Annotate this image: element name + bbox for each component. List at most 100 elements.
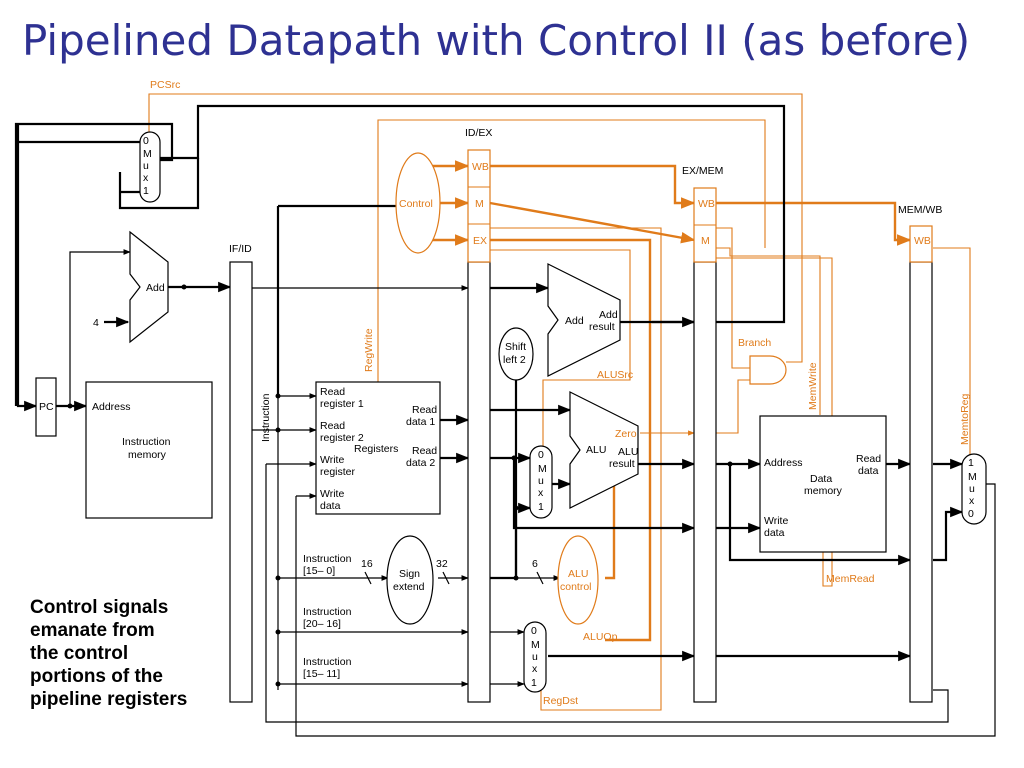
- pcsrc-mux-label: x: [143, 172, 149, 184]
- bus-width-32: 32: [436, 558, 448, 570]
- ex-mem-label: EX/MEM: [682, 165, 723, 177]
- id-ex-wb-label: WB: [472, 161, 489, 173]
- memwrite-label: MemWrite: [807, 362, 819, 410]
- add-result-label: result: [589, 321, 615, 333]
- memtoreg-mux: [961, 453, 987, 525]
- pcsrc-mux-label: M: [143, 148, 152, 160]
- shift-left-2: [498, 327, 534, 381]
- read-data-label: Read: [856, 453, 881, 465]
- alusrc-mux-label: 1: [538, 501, 544, 513]
- instr-20-16-label: [20– 16]: [303, 618, 341, 630]
- pcsrc-mux: [139, 131, 161, 203]
- memtoreg-label: MemtoReg: [959, 393, 971, 445]
- control-unit: [395, 152, 441, 254]
- read-register-2-label: Read: [320, 420, 345, 432]
- constant-four: 4: [93, 317, 99, 329]
- control-wires: [148, 93, 971, 711]
- if-id-label: IF/ID: [229, 243, 252, 255]
- memtoreg-mux-label: M: [968, 471, 977, 483]
- id-ex-m-label: M: [475, 198, 484, 210]
- labels: PCSrc ID/EX EX/MEM MEM/WB IF/ID WB M EX …: [39, 79, 977, 707]
- alusrc-label: ALUSrc: [597, 369, 633, 381]
- alu: [569, 391, 639, 509]
- write-data-label: Write: [320, 488, 344, 500]
- memtoreg-mux-label: x: [969, 495, 975, 507]
- pcsrc-label: PCSrc: [150, 79, 180, 91]
- pc-adder-label: Add: [146, 282, 165, 294]
- instr-15-0-label: Instruction: [303, 553, 352, 565]
- write-register-label: register: [320, 466, 356, 478]
- mem-wb-register: [909, 261, 933, 703]
- alu-control-label: control: [560, 581, 592, 593]
- shift-left-2-label: Shift: [505, 341, 526, 353]
- sign-extend: [386, 535, 434, 625]
- memtoreg-mux-label: u: [969, 483, 975, 495]
- bus-width-6: 6: [532, 558, 538, 570]
- instruction-label: Instruction: [260, 393, 272, 442]
- add-result-label: Add: [599, 309, 618, 321]
- sign-extend-label: extend: [393, 581, 425, 593]
- mem-wb-control: [909, 225, 933, 263]
- alu-control: [557, 535, 599, 625]
- page-title: Pipelined Datapath with Control II (as b…: [22, 16, 971, 65]
- read-data-2-label: data 2: [406, 457, 435, 469]
- data-wires: [14, 104, 996, 737]
- read-register-1-label: register 1: [320, 398, 364, 410]
- alusrc-mux: [529, 445, 553, 519]
- data-memory-label: Data: [810, 473, 832, 485]
- caption-line: emanate from: [30, 620, 155, 641]
- caption-line: Control signals: [30, 597, 169, 618]
- pc-register: [35, 377, 57, 437]
- id-ex-register: [467, 261, 491, 703]
- id-ex-ex-label: EX: [473, 235, 487, 247]
- sign-extend-label: Sign: [399, 568, 420, 580]
- id-ex-label: ID/EX: [465, 127, 492, 139]
- branch-adder-label: Add: [565, 315, 584, 327]
- register-file: [315, 381, 441, 515]
- memread-label: MemRead: [826, 573, 875, 585]
- caption-line: portions of the: [30, 666, 163, 687]
- data-write-data-label: Write: [764, 515, 788, 527]
- instruction-memory-label: memory: [128, 449, 167, 461]
- data-memory: [759, 415, 887, 553]
- data-memory-label: memory: [804, 485, 843, 497]
- pc-adder: [129, 230, 169, 344]
- data-write-data-label: data: [764, 527, 785, 539]
- write-register-label: Write: [320, 454, 344, 466]
- instr-15-11-label: [15– 11]: [303, 668, 340, 680]
- branch-label: Branch: [738, 337, 771, 349]
- ex-mem-m-label: M: [701, 235, 710, 247]
- ex-mem-register: [693, 261, 717, 703]
- read-register-2-label: register 2: [320, 432, 364, 444]
- shift-left-2-label: left 2: [503, 354, 526, 366]
- id-ex-control: [467, 149, 491, 263]
- pcsrc-mux-label: 0: [143, 135, 149, 147]
- alu-control-label: ALU: [568, 568, 588, 580]
- memtoreg-mux-label: 0: [968, 508, 974, 520]
- regdst-label: RegDst: [543, 695, 578, 707]
- caption-line: the control: [30, 643, 129, 664]
- read-data-2-label: Read: [412, 445, 437, 457]
- regdst-mux-label: u: [532, 651, 538, 663]
- if-id-register: [229, 261, 253, 703]
- control-label: Control: [399, 198, 433, 210]
- read-data-label: data: [858, 465, 879, 477]
- pipeline-registers: [229, 149, 933, 703]
- mem-wb-wb-label: WB: [914, 235, 931, 247]
- read-register-1-label: Read: [320, 386, 345, 398]
- registers-label: Registers: [354, 443, 398, 455]
- address-label: Address: [92, 401, 131, 413]
- instruction-memory-label: Instruction: [122, 436, 171, 448]
- branch-adder: [547, 263, 621, 377]
- read-data-1-label: Read: [412, 404, 437, 416]
- write-data-label: data: [320, 500, 341, 512]
- mem-wb-label: MEM/WB: [898, 204, 942, 216]
- regdst-mux-label: M: [531, 639, 540, 651]
- alu-result-label: ALU: [618, 446, 638, 458]
- instr-20-16-label: Instruction: [303, 606, 352, 618]
- pc-label: PC: [39, 401, 54, 413]
- regwrite-label: RegWrite: [363, 328, 375, 372]
- alusrc-mux-label: M: [538, 463, 547, 475]
- pcsrc-mux-label: 1: [143, 185, 149, 197]
